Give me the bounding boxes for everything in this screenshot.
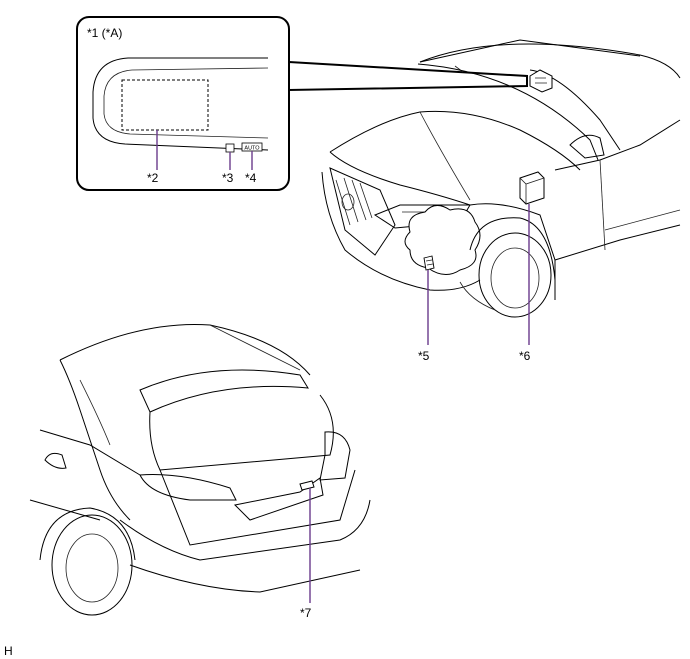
mirror-outline [92,57,269,151]
grille-slats [335,177,373,226]
a-pillar [417,63,599,161]
callout-6: *6 [519,349,531,363]
front-tire [478,232,552,318]
window-frame [79,379,111,446]
side-mirror [569,134,605,159]
inset-frame [76,16,290,191]
front-vehicle: *5 *6 [321,39,681,363]
lower-bumper [459,281,496,311]
roof-rail [209,324,301,371]
rain-sensor-icon [529,69,553,93]
callout-4: *4 [245,171,257,185]
auto-badge-text: AUTO [244,146,260,152]
c-pillar [59,359,131,521]
mirror-inset: AUTO *1 (*A) *2 *3 *4 [76,16,528,191]
rear-spoiler [139,369,309,413]
inset-pointer [288,60,528,92]
rear-side-window [39,429,141,476]
sensor-area [121,79,209,131]
callout-5: *5 [418,349,430,363]
lower-bumper-rear [129,564,361,593]
rear-rim [65,533,119,603]
rocker-line [554,224,681,261]
ecu-6-edge [519,177,545,204]
license-plate-area [233,477,324,521]
rear-beltline [29,499,101,521]
front-bumper [321,171,481,291]
wheel-arch [469,217,556,281]
callout-7: *7 [300,606,312,620]
left-taillight [139,474,237,501]
mirror-inner-outline [103,67,269,139]
rear-vehicle: *7 [29,323,371,620]
rear-wheel-arch [39,507,136,561]
sensor-5-icon [423,255,435,271]
tailgate [159,469,356,546]
spindle-grille [329,167,396,256]
rear-side-mirror [44,452,67,469]
callout-3: *3 [222,171,234,185]
mirror-switch-icon [225,143,235,153]
fender [469,203,556,300]
rear-roof [59,323,311,376]
rain-sensor-detail [535,77,547,84]
door-seam [599,159,606,251]
ecu-6-icon [519,171,545,205]
cutaway-cloud [404,205,481,275]
rear-bumper [119,499,371,561]
rear-tire [51,514,133,616]
roof-top [419,39,641,63]
hood-edge [329,110,581,171]
right-taillight [319,431,351,481]
door-crease [604,209,681,231]
front-rim [490,247,540,309]
corner-mark: H [4,644,13,658]
sensor-5-detail [425,259,434,266]
hood-crease [419,111,471,201]
callout-2: *2 [147,171,159,185]
roof-line [419,43,681,79]
rear-glass [149,394,334,471]
emblem [341,193,355,211]
tailgate-handle-icon [299,480,315,491]
callout-1: *1 (*A) [87,26,122,40]
hood-front [329,151,471,206]
beltline [554,119,681,171]
